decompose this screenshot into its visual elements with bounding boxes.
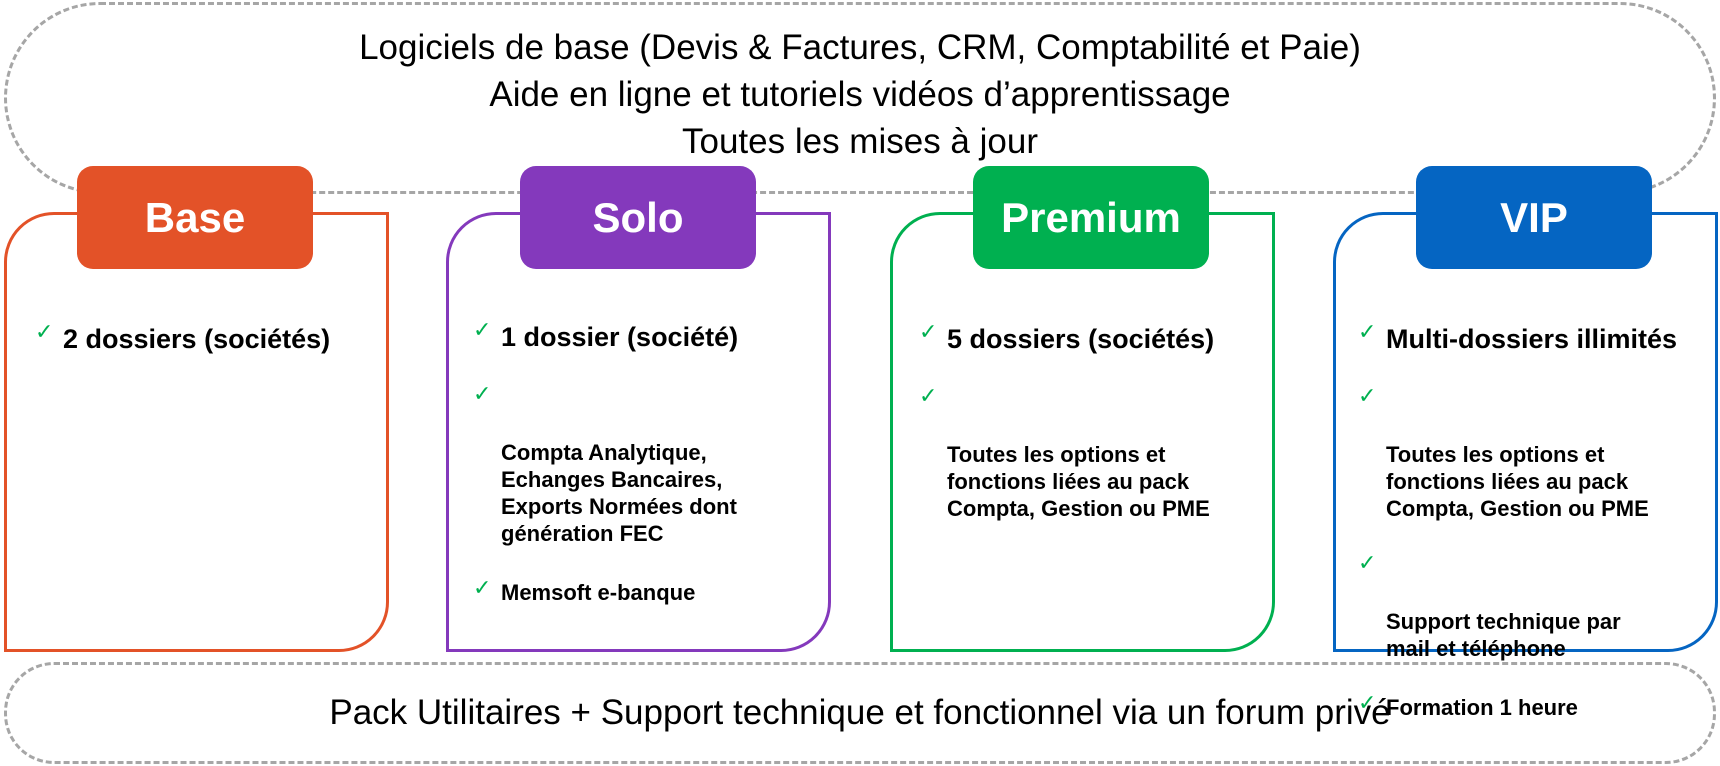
check-icon: ✓ — [473, 318, 492, 343]
check-icon: ✓ — [919, 384, 938, 409]
feature-item: ✓ Multi-dossiers illimités — [1358, 320, 1718, 355]
feature-item: ✓ 5 dossiers (sociétés) — [919, 320, 1269, 355]
feature-item: ✓ Memsoft e-banque — [473, 576, 823, 606]
check-icon: ✓ — [1358, 384, 1377, 409]
feature-text: Toutes les options et fonctions liées au… — [1386, 442, 1649, 521]
feature-text: Formation 1 heure — [1386, 695, 1578, 720]
feature-text: Multi-dossiers illimités — [1386, 324, 1678, 354]
check-icon: ✓ — [1358, 691, 1377, 716]
bottom-banner: Pack Utilitaires + Support technique et … — [4, 662, 1716, 764]
plan-card-solo: ✓ 1 dossier (société) ✓ Compta Analytiqu… — [446, 212, 831, 652]
plan-card-base: ✓ 2 dossiers (sociétés) — [4, 212, 389, 652]
plan-title-base: Base — [77, 166, 313, 269]
feature-list: ✓ 1 dossier (société) ✓ Compta Analytiqu… — [473, 318, 823, 638]
feature-item: ✓ 1 dossier (société) — [473, 318, 823, 353]
check-icon: ✓ — [1358, 551, 1377, 576]
feature-text: Support technique par mail et téléphone — [1386, 609, 1621, 661]
feature-text: 5 dossiers (sociétés) — [947, 324, 1215, 354]
plan-title-premium: Premium — [973, 166, 1209, 269]
check-icon: ✓ — [1358, 320, 1377, 345]
plan-title-solo: Solo — [520, 166, 756, 269]
feature-item: ✓ Toutes les options et fonctions liées … — [919, 384, 1269, 522]
top-line-software: Logiciels de base (Devis & Factures, CRM… — [359, 28, 1361, 67]
check-icon: ✓ — [473, 382, 492, 407]
feature-list: ✓ 5 dossiers (sociétés) ✓ Toutes les opt… — [919, 320, 1269, 554]
top-line-updates: Toutes les mises à jour — [682, 122, 1038, 161]
feature-item: ✓ 2 dossiers (sociétés) — [35, 320, 385, 355]
bottom-banner-text: Pack Utilitaires + Support technique et … — [329, 693, 1391, 732]
feature-item: ✓ Support technique par mail et téléphon… — [1358, 551, 1718, 662]
top-line-help: Aide en ligne et tutoriels vidéos d’appr… — [489, 75, 1231, 114]
plan-card-premium: ✓ 5 dossiers (sociétés) ✓ Toutes les opt… — [890, 212, 1275, 652]
feature-list: ✓ Multi-dossiers illimités ✓ Toutes les … — [1358, 320, 1718, 753]
feature-list: ✓ 2 dossiers (sociétés) — [35, 320, 385, 387]
feature-text: Memsoft e-banque — [501, 580, 696, 605]
check-icon: ✓ — [919, 320, 938, 345]
top-banner — [4, 2, 1716, 194]
feature-item: ✓ Compta Analytique, Echanges Bancaires,… — [473, 382, 823, 547]
plan-title-vip: VIP — [1416, 166, 1652, 269]
check-icon: ✓ — [35, 320, 54, 345]
plan-card-vip: ✓ Multi-dossiers illimités ✓ Toutes les … — [1333, 212, 1718, 720]
feature-text: Toutes les options et fonctions liées au… — [947, 442, 1210, 521]
feature-text: Compta Analytique, Echanges Bancaires, E… — [501, 440, 737, 546]
feature-text: 1 dossier (société) — [501, 322, 739, 352]
check-icon: ✓ — [473, 576, 492, 601]
top-banner-text: Logiciels de base (Devis & Factures, CRM… — [0, 24, 1720, 165]
feature-item: ✓ Toutes les options et fonctions liées … — [1358, 384, 1718, 522]
feature-text: 2 dossiers (sociétés) — [63, 324, 331, 354]
feature-item: ✓ Formation 1 heure — [1358, 691, 1718, 721]
